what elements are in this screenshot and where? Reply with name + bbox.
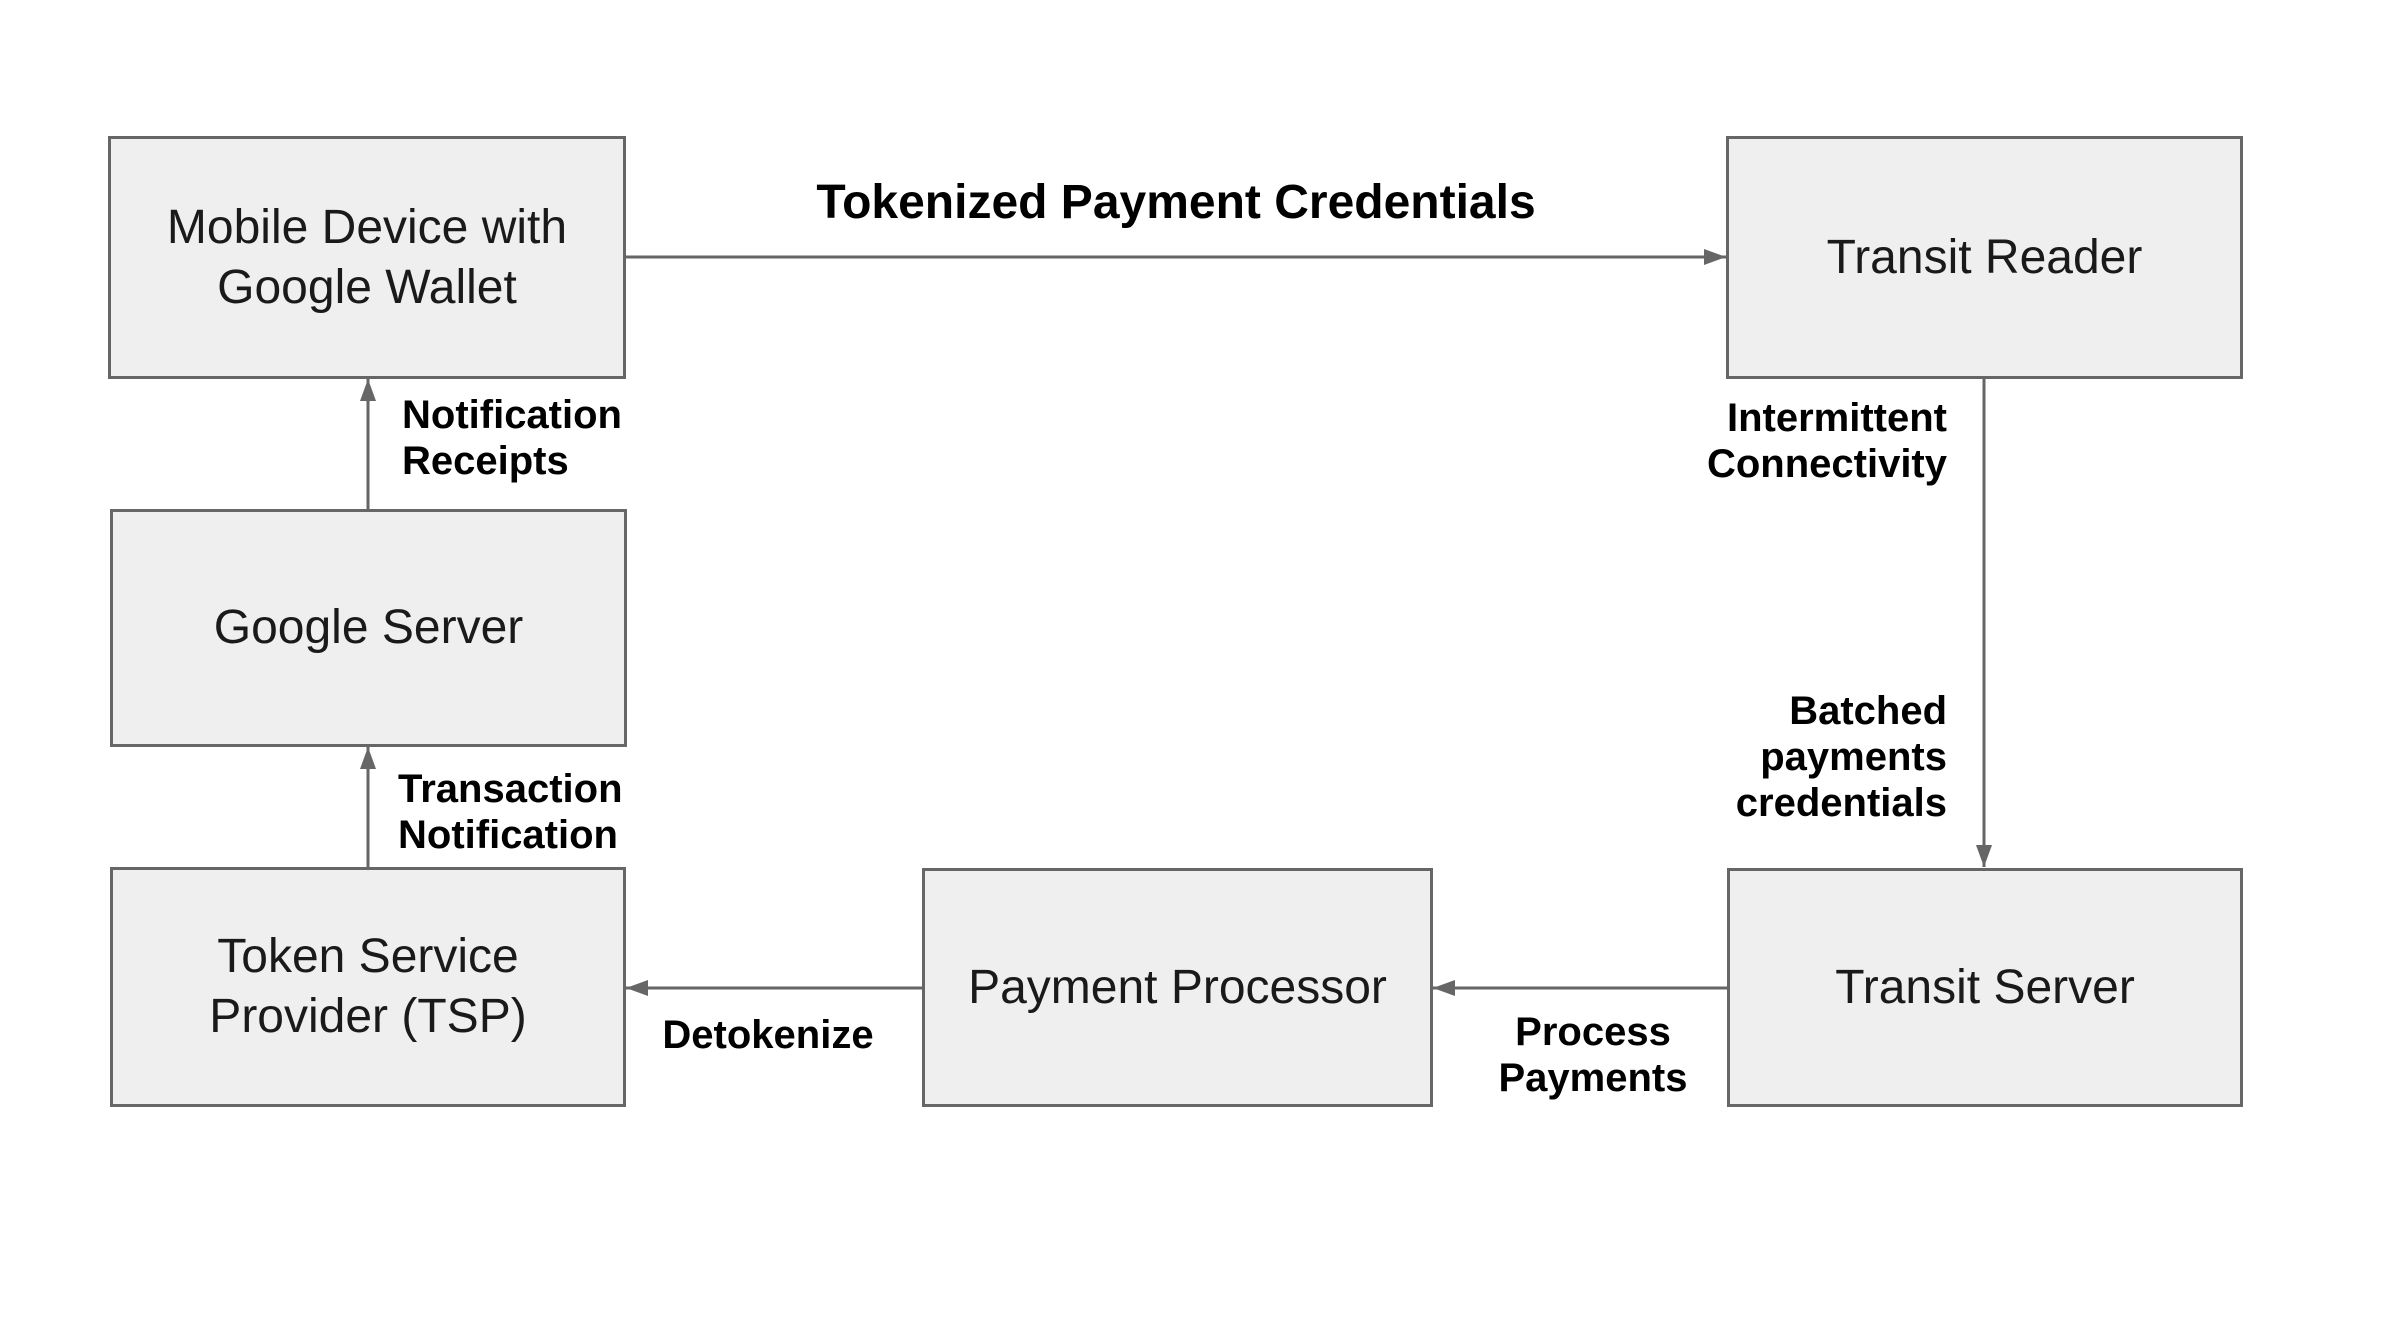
node-label-transit-reader: Transit Reader <box>1826 230 2143 284</box>
node-label-mobile-device: Mobile Device with Google Wallet <box>166 200 568 314</box>
edge-label-notification-receipts: Notification Receipts <box>402 393 622 483</box>
node-transit-server: Transit Server <box>1727 868 2243 1107</box>
node-label-google-server: Google Server <box>213 601 524 654</box>
edge-label-intermittent-connectivity: Intermittent Connectivity <box>1706 396 1947 486</box>
node-label-token-service-provider: Token Service Provider (TSP) <box>209 930 527 1043</box>
edge-label-batched-payments-credentials: Batched payments credentials <box>1735 689 1947 825</box>
edge-label-transaction-notification: Transaction Notification <box>398 767 623 857</box>
node-label-payment-processor: Payment Processor <box>968 960 1387 1014</box>
node-google-server: Google Server <box>110 509 627 747</box>
node-mobile-device-google-wallet: Mobile Device with Google Wallet <box>108 136 626 379</box>
edge-label-process-payments: Process Payments <box>1498 1010 1688 1100</box>
edge-label-detokenize: Detokenize <box>662 1013 874 1057</box>
node-payment-processor: Payment Processor <box>922 868 1433 1107</box>
edge-label-tokenized-payment-credentials: Tokenized Payment Credentials <box>816 176 1536 229</box>
node-token-service-provider: Token Service Provider (TSP) <box>110 867 626 1107</box>
node-transit-reader: Transit Reader <box>1726 136 2243 379</box>
node-label-transit-server: Transit Server <box>1835 960 2135 1014</box>
